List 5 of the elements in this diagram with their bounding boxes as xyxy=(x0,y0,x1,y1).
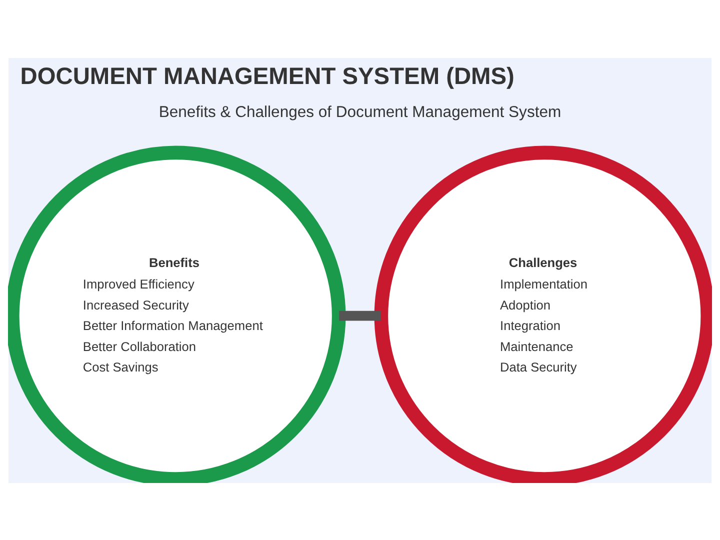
label: Benefits & Challenges of Document Management System xyxy=(158,103,562,120)
connector xyxy=(339,310,381,320)
node-circle: Benefits Improved Efficiency Increased Security Better Information Management Better Collaboration Cost Savings xyxy=(8,145,346,482)
node-circle: Challenges Implementation Adoption Integration Maintenance Data Security xyxy=(374,145,712,482)
diagram-title: DOCUMENT MANAGEMENT SYSTEM (DMS) xyxy=(20,63,514,90)
